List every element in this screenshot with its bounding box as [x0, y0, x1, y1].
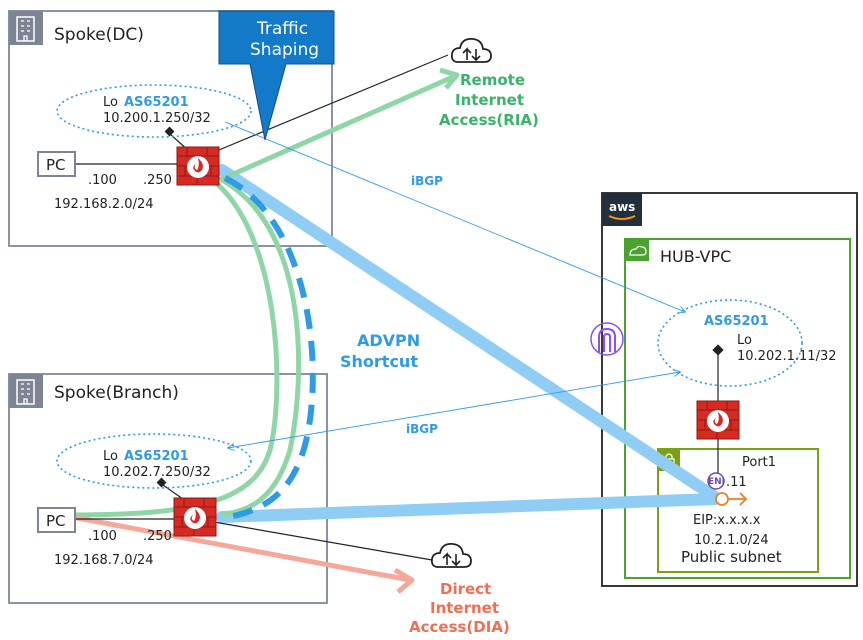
- ria-path: [218, 73, 457, 183]
- dc-as: AS65201: [124, 95, 189, 110]
- spoke-branch-box: Spoke(Branch): [8, 373, 328, 604]
- hub-subnet-cidr: 10.2.1.0/24: [694, 533, 769, 548]
- elastic-ip-icon: [715, 492, 748, 506]
- tunnel-branch-to-hub: [216, 493, 721, 523]
- hub-lo-ip: 10.202.1.11/32: [737, 349, 837, 364]
- dc-pc-ip: .100: [88, 173, 117, 188]
- firewall-icon: [696, 400, 740, 440]
- branch-pc-ip: .100: [88, 529, 117, 544]
- branch-as: AS65201: [124, 449, 189, 464]
- spoke-dc-title: Spoke(DC): [54, 25, 144, 45]
- aws-logo-text: aws: [609, 200, 635, 214]
- ibgp-line-branch: [228, 372, 680, 448]
- dc-lo-ip: 10.200.1.250/32: [103, 111, 211, 126]
- dia-line1: Direct: [440, 580, 491, 598]
- ria-line1: Remote: [460, 71, 525, 89]
- green-loop-path: [220, 177, 302, 518]
- dc-loopback-ellipse: [56, 84, 252, 138]
- traffic-shaping-callout: Traffic Shaping: [218, 10, 335, 141]
- branch-pc: PC: [37, 507, 76, 533]
- hub-vpc-title: HUB-VPC: [660, 247, 731, 266]
- hub-subnet-name: Public subnet: [681, 548, 782, 566]
- advpn-line2: Shortcut: [340, 352, 418, 371]
- dc-fw-ip: .250: [143, 173, 172, 188]
- dc-pc-label: PC: [46, 156, 66, 174]
- spoke-branch-title: Spoke(Branch): [54, 383, 179, 403]
- ibgp-label-dc: iBGP: [411, 174, 443, 188]
- ibgp-label-branch: iBGP: [406, 422, 438, 436]
- hub-loopback-ellipse: [657, 299, 803, 387]
- hub-port-ip: .11: [726, 475, 747, 490]
- building-icon: [9, 374, 43, 408]
- eni-label: ENI: [708, 477, 725, 487]
- hub-port-label: Port1: [742, 455, 776, 470]
- aws-logo: [602, 193, 642, 226]
- branch-pc-label: PC: [46, 512, 66, 530]
- eni-icon: ENI: [707, 472, 725, 490]
- firewall-icon: [173, 497, 217, 537]
- building-icon: [9, 11, 43, 45]
- firewall-icon: [176, 146, 220, 186]
- traffic-shaping-line1: Traffic: [256, 19, 308, 39]
- dia-line2: Internet: [430, 599, 499, 617]
- hub-as: AS65201: [704, 314, 769, 329]
- branch-loopback-ellipse: [56, 433, 252, 489]
- cloud-upload-download-icon: [430, 543, 472, 568]
- dc-pc: PC: [37, 151, 76, 177]
- dc-lo-label: Lo: [103, 95, 118, 110]
- traffic-shaping-line2: Shaping: [250, 40, 319, 60]
- ibgp-line-dc: [224, 121, 685, 312]
- ria-line3: Access(RIA): [439, 111, 539, 129]
- transit-router-icon: [590, 322, 624, 356]
- branch-lo-ip: 10.202.7.250/32: [103, 465, 211, 480]
- dia-line3: Access(DIA): [409, 618, 510, 636]
- advpn-line1: ADVPN: [357, 331, 420, 350]
- dc-subnet: 192.168.2.0/24: [54, 197, 154, 212]
- branch-subnet: 192.168.7.0/24: [54, 553, 154, 568]
- dia-path: [71, 514, 411, 583]
- branch-fw-ip: .250: [143, 529, 172, 544]
- branch-lo-label: Lo: [103, 449, 118, 464]
- hub-eip: EIP:x.x.x.x: [693, 513, 761, 528]
- cloud-upload-download-icon: [450, 38, 492, 63]
- ria-line2: Internet: [455, 91, 524, 109]
- hub-lo-label: Lo: [737, 333, 752, 348]
